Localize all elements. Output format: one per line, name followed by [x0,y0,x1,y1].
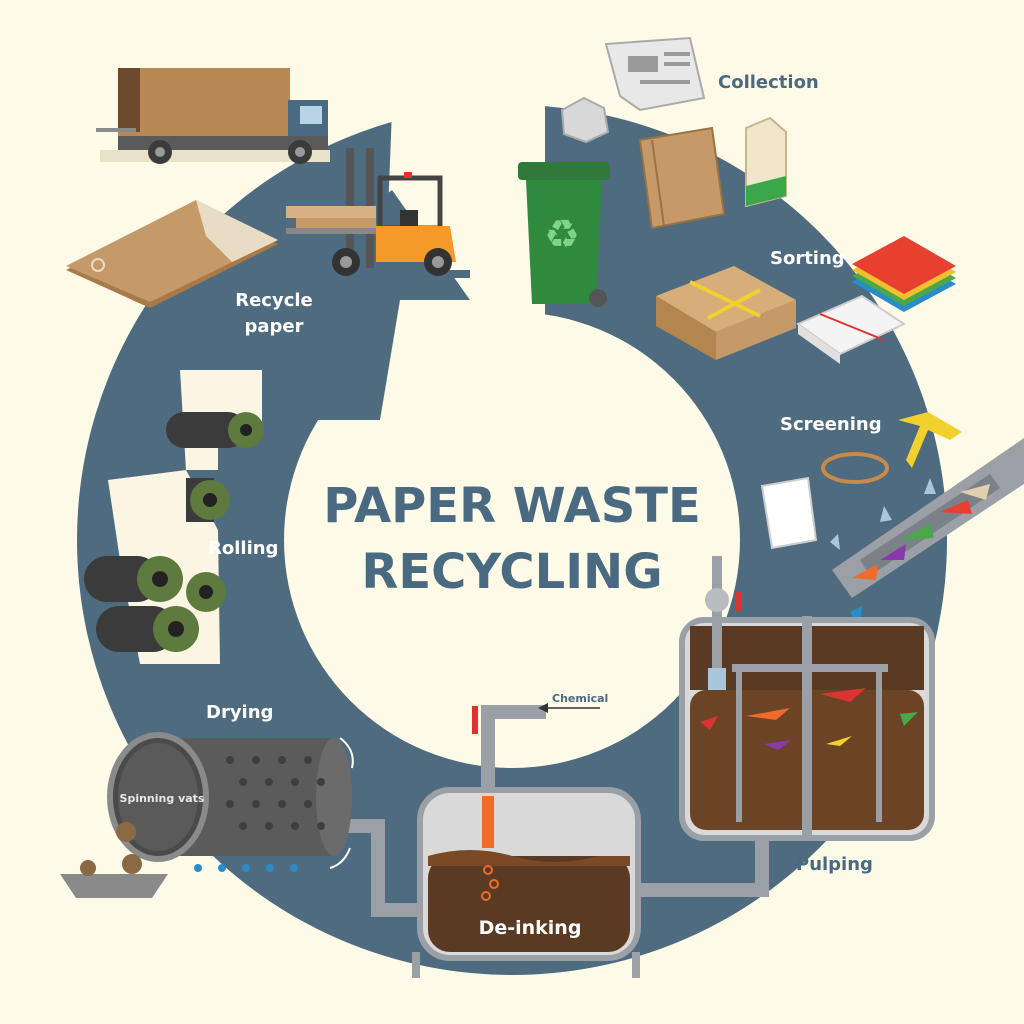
screening-debris-icons [760,412,962,550]
flow-arrows [830,478,936,628]
label-deinking: De-inking [479,917,582,939]
newspaper-icon [604,36,706,112]
svg-text:♻: ♻ [544,212,580,258]
label-drying: Drying [206,702,273,723]
pulping-tank [679,556,935,841]
title-line-2: RECYCLING [361,544,662,600]
paper-stack-icon [795,294,907,364]
label-screening: Screening [780,414,882,435]
label-recycle-paper-1: Recycle [235,290,313,311]
label-pulping: Pulping [796,854,873,875]
label-rolling: Rolling [208,538,278,559]
pulp-tray [60,822,168,898]
recycling-bin-icon: ♻ [518,162,610,307]
cardboard-bundle-icon [656,266,796,360]
label-recycle-paper-2: paper [244,316,303,337]
colored-paper-stack-icon [852,236,956,312]
chemical-valve [472,706,478,734]
label-collection: Collection [718,72,819,93]
label-sorting: Sorting [770,248,845,269]
drying-drum [107,732,354,872]
crumpled-paper-icon [560,96,610,144]
title-line-1: PAPER WASTE [323,478,701,534]
spinning-vats-label: Spinning vats [120,792,205,805]
chemical-label: Chemical [552,692,608,705]
milk-carton-icon [745,116,787,208]
truck-illustration [96,68,330,164]
deinking-tank [412,787,641,978]
cardboard-box-flat-icon [638,126,726,230]
paper-rollers [84,370,264,664]
recycled-paper-sheet [66,200,278,308]
forklift-illustration [286,148,470,278]
chemical-arrow [538,703,600,713]
screening-chute-icon [832,438,1024,598]
